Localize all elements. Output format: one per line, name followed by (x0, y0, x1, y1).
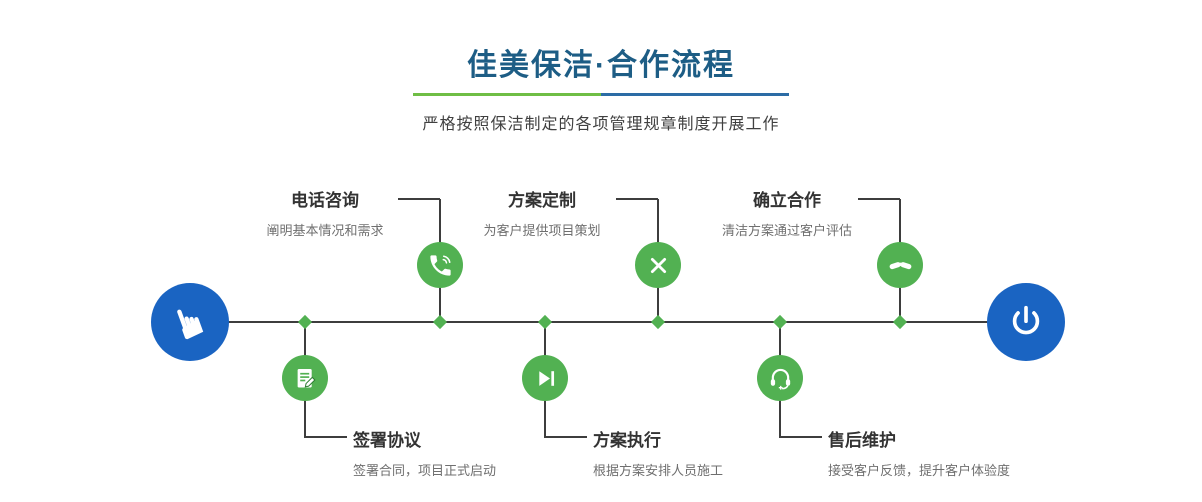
phone-icon (429, 254, 451, 276)
connector-line (305, 436, 347, 438)
page-title: 佳美保洁·合作流程 (467, 49, 735, 82)
step-handshake-circle (877, 242, 923, 288)
step-design-label: 方案定制 为客户提供项目策划 (462, 186, 622, 239)
connector-line (398, 198, 440, 200)
title-divider (413, 93, 789, 96)
step-desc: 根据方案安排人员施工 (593, 463, 724, 478)
timeline-node-diamond (432, 314, 448, 330)
timeline-node-diamond (772, 314, 788, 330)
timeline-start-circle: ☛ (151, 283, 229, 361)
connector-line (545, 436, 587, 438)
play-icon (538, 370, 554, 386)
handshake-icon (889, 261, 911, 269)
page-subtitle: 严格按照保洁制定的各项管理规章制度开展工作 (422, 116, 780, 133)
step-contract-circle (282, 355, 328, 401)
step-title: 签署协议 (353, 431, 421, 450)
timeline-node-diamond (892, 314, 908, 330)
hand-pointer-icon: ☛ (161, 296, 219, 348)
step-execute-label: 方案执行 根据方案安排人员施工 (593, 426, 813, 479)
timeline-end-circle (987, 283, 1065, 361)
timeline-node-diamond (650, 314, 666, 330)
contract-icon (297, 368, 316, 387)
connector-line (780, 436, 822, 438)
step-title: 方案执行 (593, 431, 661, 450)
timeline-node-diamond (537, 314, 553, 330)
step-execute-circle (522, 355, 568, 401)
step-title: 电话咨询 (291, 191, 359, 210)
headset-icon (770, 368, 790, 390)
step-desc: 接受客户反馈，提升客户体验度 (828, 463, 1011, 478)
timeline-node-diamond (297, 314, 313, 330)
timeline-line (195, 321, 1027, 323)
step-desc: 清洁方案通过客户评估 (721, 223, 852, 238)
step-desc: 签署合同，项目正式启动 (353, 463, 497, 478)
step-phone-label: 电话咨询 阐明基本情况和需求 (245, 186, 405, 239)
step-aftersales-label: 售后维护 接受客户反馈，提升客户体验度 (828, 426, 1088, 479)
step-phone-circle (417, 242, 463, 288)
step-handshake-label: 确立合作 清洁方案通过客户评估 (703, 186, 871, 239)
step-design-circle (635, 242, 681, 288)
step-title: 售后维护 (828, 431, 896, 450)
power-icon (1012, 305, 1040, 335)
step-aftersales-circle (757, 355, 803, 401)
connector-line (858, 198, 900, 200)
step-title: 方案定制 (508, 191, 576, 210)
step-contract-label: 签署协议 签署合同，项目正式启动 (353, 426, 573, 479)
step-title: 确立合作 (753, 191, 821, 210)
design-pen-icon (650, 257, 666, 273)
step-desc: 阐明基本情况和需求 (266, 223, 384, 238)
connector-line (616, 198, 658, 200)
step-desc: 为客户提供项目策划 (483, 223, 601, 238)
